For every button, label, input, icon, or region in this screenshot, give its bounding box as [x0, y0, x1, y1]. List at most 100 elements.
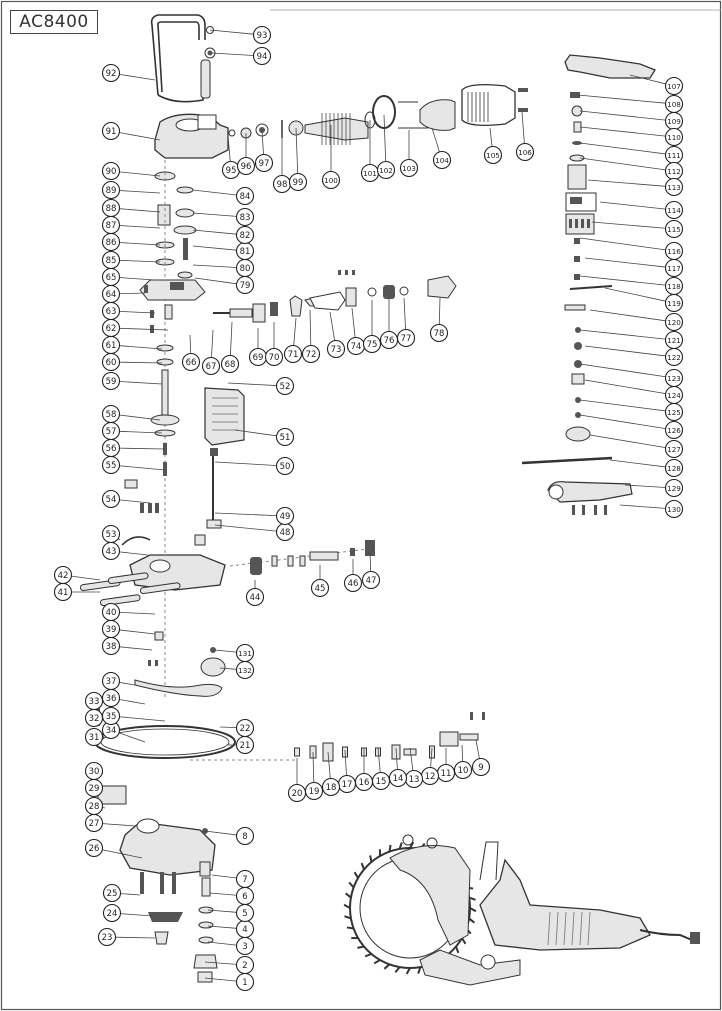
- washer-3: [198, 936, 214, 944]
- callout-1: 1: [204, 972, 255, 992]
- callout-49: 49: [214, 506, 295, 526]
- callout-33: 33: [84, 691, 104, 711]
- saw-vent: [587, 911, 591, 946]
- callout-116: 116: [579, 237, 684, 261]
- saw-guard: [389, 845, 471, 946]
- pin-65: [144, 285, 148, 293]
- callout-37: 37: [101, 671, 136, 691]
- bushing-127: [565, 426, 591, 442]
- block-54: [124, 479, 138, 489]
- part-number-label: 115: [667, 225, 681, 234]
- part-number-label: 19: [309, 787, 320, 797]
- callout-82: 82: [192, 225, 255, 245]
- saw-nut-1: [402, 834, 414, 846]
- callout-circle: [101, 180, 121, 200]
- pin-120: [564, 304, 586, 311]
- gear-58: [150, 414, 180, 426]
- part-number-label: 119: [667, 299, 681, 308]
- pin-55: [163, 462, 167, 476]
- part-number-label: 7: [242, 875, 247, 885]
- part-number-label: 52: [280, 382, 291, 392]
- callout-circle: [264, 347, 284, 367]
- callout-23: 23: [97, 927, 156, 947]
- part-number-label: 129: [667, 484, 681, 493]
- callout-circle: [326, 339, 346, 359]
- leader-line: [119, 73, 156, 81]
- leader-line: [579, 126, 666, 137]
- callout-circle: [664, 458, 684, 478]
- callout-circle: [664, 76, 684, 96]
- callout-98: 98: [272, 131, 292, 194]
- rod-41-42: [139, 582, 181, 595]
- leader-line: [438, 297, 441, 325]
- part-number-label: 125: [667, 408, 681, 417]
- part-number-label: 120: [667, 318, 681, 327]
- gear-47: [365, 540, 375, 556]
- screw-70: [270, 302, 278, 316]
- part-number-label: 15: [376, 777, 387, 787]
- leader-line: [209, 892, 237, 896]
- part-number-label: 131: [238, 649, 252, 658]
- part-number-label: 90: [106, 167, 117, 177]
- plate-24: [148, 912, 183, 922]
- callout-21: 21: [228, 735, 255, 755]
- leader-line: [119, 716, 166, 722]
- part-number-label: 65: [106, 273, 117, 283]
- leader-line: [312, 751, 315, 783]
- part-number-label: 53: [106, 530, 117, 540]
- callout-circle: [236, 156, 256, 176]
- part-number-label: 51: [280, 433, 291, 443]
- callout-22: 22: [219, 718, 255, 738]
- part-number-label: 46: [348, 579, 359, 589]
- callout-71: 71: [283, 317, 303, 364]
- leader-line: [579, 414, 666, 430]
- leader-line: [119, 242, 161, 246]
- handle-loop: [150, 14, 206, 96]
- part-number-label: 14: [393, 774, 404, 784]
- part-number-label: 8: [242, 832, 247, 842]
- leader-line: [189, 334, 192, 354]
- part-number-label: 21: [240, 741, 251, 751]
- screw-63: [150, 325, 154, 333]
- callout-circle: [664, 200, 684, 220]
- spacer-6: [201, 877, 211, 897]
- callout-7: 7: [211, 869, 255, 889]
- handle-grip: [200, 59, 211, 99]
- part-number-label: 72: [306, 350, 317, 360]
- part-number-label: 33: [89, 697, 100, 707]
- leader-line: [207, 941, 237, 946]
- callout-circle: [301, 344, 321, 364]
- ring-77: [399, 286, 409, 296]
- part-number-label: 112: [667, 167, 681, 176]
- part-number-label: 54: [106, 495, 117, 505]
- saw-tooth: [394, 966, 401, 973]
- callout-128: 128: [609, 458, 684, 478]
- leader-line: [261, 129, 264, 155]
- callout-36: 36: [101, 688, 146, 708]
- callout-circle: [396, 328, 416, 348]
- part-number-label: 101: [363, 169, 377, 178]
- tiny-screw: [155, 660, 158, 666]
- leader-line: [119, 361, 163, 364]
- small-part: [574, 360, 582, 368]
- leader-line: [584, 379, 666, 394]
- callout-circle: [101, 404, 121, 424]
- leader-line: [119, 310, 156, 314]
- part-number-label: 109: [667, 117, 681, 126]
- leader-line: [192, 229, 237, 235]
- part-number-label: 66: [186, 358, 197, 368]
- callout-circle: [235, 869, 255, 889]
- leader-line: [579, 399, 666, 412]
- leader-line: [234, 429, 277, 437]
- saw-tooth: [357, 945, 365, 949]
- callout-120: 120: [589, 309, 684, 332]
- leader-line: [192, 264, 237, 268]
- callout-61: 61: [101, 335, 163, 355]
- part-number-label: 67: [206, 362, 217, 372]
- saw-tooth: [348, 881, 355, 889]
- callout-81: 81: [192, 241, 255, 261]
- saw-vent: [547, 911, 551, 946]
- part-number-label: 60: [106, 358, 117, 368]
- saw-tooth: [383, 963, 391, 970]
- callout-17: 17: [337, 749, 357, 794]
